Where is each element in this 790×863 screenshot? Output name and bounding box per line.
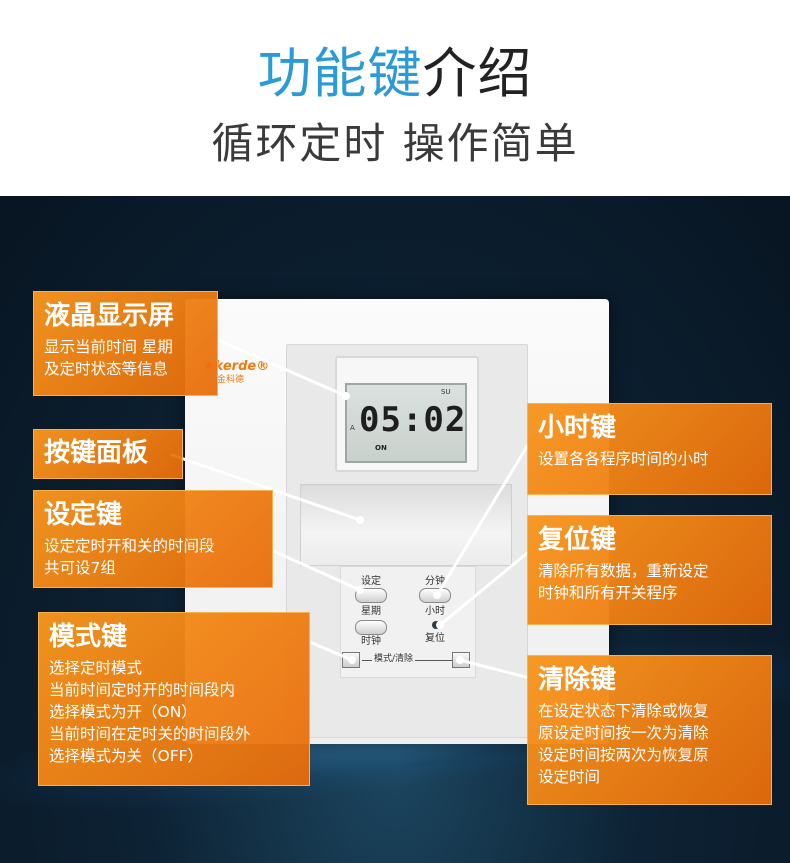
leader-panel — [170, 453, 362, 522]
callout-set-line: 设定定时开和关的时间段 — [44, 537, 215, 555]
callout-mode-line: 选择模式为关（OFF） — [49, 747, 204, 765]
lcd-screen — [345, 383, 467, 463]
callout-clear: 清除键 在设定状态下清除或恢复 原设定时间按一次为清除 设定时间按两次为恢复原 … — [527, 655, 772, 805]
callout-hour-body: 设置各各程序时间的小时 — [538, 448, 761, 470]
mode-clear-label: 模式/清除 — [372, 653, 416, 665]
callout-lcd-line: 显示当前时间 星期 — [44, 338, 173, 356]
lcd-time: 05:02 — [359, 400, 467, 440]
callout-set: 设定键 设定定时开和关的时间段 共可设7组 — [33, 490, 273, 588]
callout-mode-body: 选择定时模式 当前时间定时开的时间段内 选择模式为开（ON） 当前时间在定时关的… — [49, 657, 299, 767]
leader-panel-dot — [356, 516, 364, 524]
leader-set — [258, 543, 362, 592]
callout-mode-line: 当前时间定时开的时间段内 — [49, 681, 236, 699]
callout-lcd-title: 液晶显示屏 — [44, 301, 175, 331]
leader-lcd — [216, 338, 348, 398]
minute-button-label: 分钟 — [425, 576, 445, 587]
callout-reset-line: 时钟和所有开关程序 — [538, 584, 678, 602]
page-title: 功能键介绍 — [0, 42, 790, 106]
brand-name-cn: 金科德 — [217, 375, 245, 385]
callout-mode-title: 模式键 — [49, 622, 128, 652]
callout-clear-title: 清除键 — [538, 665, 617, 695]
leader-reset-dot — [436, 621, 444, 629]
callout-panel: 按键面板 — [33, 429, 183, 479]
callout-hour-line: 设置各各程序时间的小时 — [538, 450, 709, 468]
hour-button-label: 小时 — [425, 606, 445, 617]
callout-panel-title: 按键面板 — [44, 438, 149, 468]
callout-clear-line: 设定时间按两次为恢复原 — [538, 746, 709, 764]
clock-button-label: 时钟 — [361, 636, 381, 647]
callout-clear-line: 设定时间 — [538, 768, 601, 786]
leader-set-dot — [356, 586, 364, 594]
week-button-label: 星期 — [361, 606, 381, 617]
callout-reset-body: 清除所有数据，重新设定 时钟和所有开关程序 — [538, 560, 761, 604]
callout-set-line: 共可设7组 — [44, 559, 116, 577]
callout-clear-line: 原设定时间按一次为清除 — [538, 724, 709, 742]
callout-mode: 模式键 选择定时模式 当前时间定时开的时间段内 选择模式为开（ON） 当前时间在… — [38, 612, 310, 786]
callout-set-title: 设定键 — [44, 500, 123, 530]
page-subtitle: 循环定时 操作简单 — [211, 119, 579, 168]
callout-lcd-body: 显示当前时间 星期 及定时状态等信息 — [44, 336, 207, 380]
week-clock-button[interactable] — [355, 620, 387, 635]
callout-reset-title: 复位键 — [538, 525, 617, 555]
reset-button-label: 复位 — [425, 633, 445, 644]
callout-lcd: 液晶显示屏 显示当前时间 星期 及定时状态等信息 — [33, 291, 218, 396]
callout-set-body: 设定定时开和关的时间段 共可设7组 — [44, 535, 262, 579]
leader-reset — [438, 543, 539, 627]
callout-mode-line: 选择模式为开（ON） — [49, 703, 197, 721]
callout-reset: 复位键 清除所有数据，重新设定 时钟和所有开关程序 — [527, 515, 772, 625]
leader-hour — [435, 428, 539, 597]
callout-clear-body: 在设定状态下清除或恢复 原设定时间按一次为清除 设定时间按两次为恢复原 设定时间 — [538, 700, 761, 788]
title-accent: 功能键 — [257, 42, 423, 105]
lcd-day-indicator: SU — [441, 388, 451, 396]
leader-hour-dot — [433, 591, 441, 599]
set-button-label: 设定 — [361, 576, 381, 587]
callout-hour-title: 小时键 — [538, 413, 617, 443]
callout-clear-line: 在设定状态下清除或恢复 — [538, 702, 709, 720]
callout-reset-line: 清除所有数据，重新设定 — [538, 562, 709, 580]
header: 功能键介绍 循环定时 操作简单 — [0, 0, 790, 196]
callout-lcd-line: 及定时状态等信息 — [44, 360, 169, 378]
callout-mode-line: 选择定时模式 — [49, 659, 143, 677]
lcd-a-indicator: A — [350, 424, 355, 432]
leader-lcd-dot — [342, 392, 350, 400]
leader-clear-dot — [456, 656, 464, 664]
callout-hour: 小时键 设置各各程序时间的小时 — [527, 403, 772, 495]
brand-name: kerde — [214, 359, 257, 374]
lcd-on-indicator: ON — [375, 444, 387, 452]
callout-mode-line: 当前时间在定时关的时间段外 — [49, 725, 251, 743]
leader-clear — [458, 658, 539, 682]
title-rest: 介绍 — [422, 42, 533, 105]
button-cover-flap[interactable] — [300, 484, 512, 566]
leader-mode-dot — [348, 656, 356, 664]
